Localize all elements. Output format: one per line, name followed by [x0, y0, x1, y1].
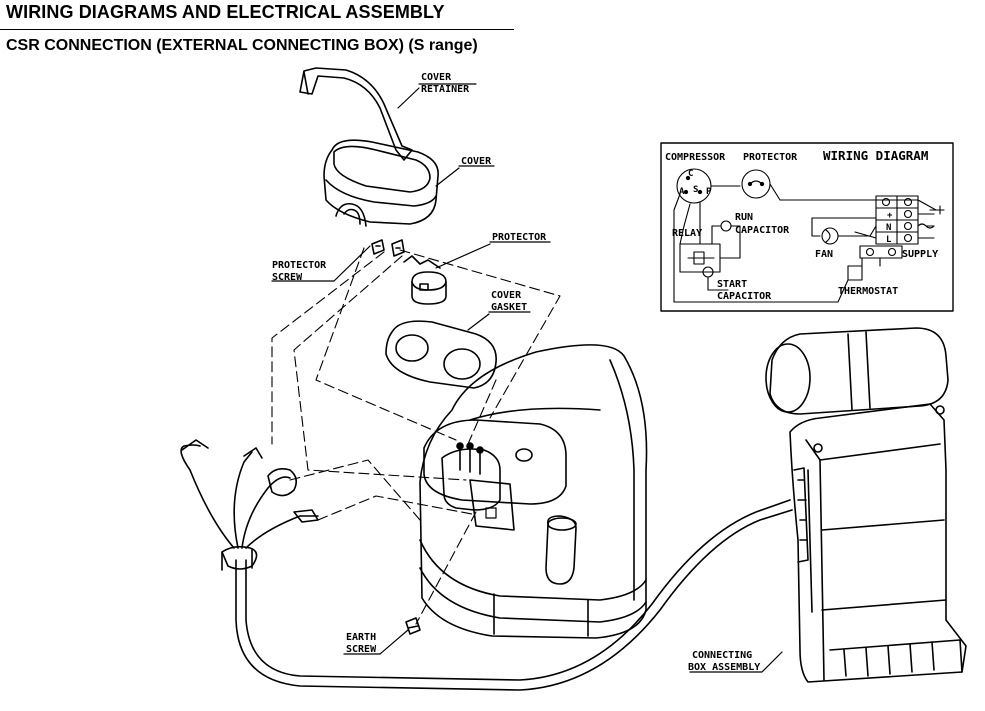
label-connecting-box-2: BOX ASSEMBLY	[688, 662, 760, 673]
wiring-label-protector: PROTECTOR	[743, 152, 798, 163]
compressor-body	[419, 344, 648, 639]
wiring-label-start-capacitor-1: START	[717, 279, 747, 290]
label-cover-gasket-1: COVER	[491, 290, 522, 301]
connecting-box-part	[765, 327, 967, 683]
label-cover-gasket-2: GASKET	[491, 302, 527, 313]
wiring-label-run-capacitor-1: RUN	[735, 212, 753, 223]
wiring-label-relay: RELAY	[672, 228, 702, 239]
label-connecting-box-1: CONNECTING	[692, 650, 752, 661]
wiring-terminal-a: A	[679, 187, 685, 197]
cover-retainer	[299, 67, 413, 161]
cover-gasket-part	[385, 320, 497, 389]
earth-screw-part	[405, 617, 421, 635]
page-subtitle: CSR CONNECTION (EXTERNAL CONNECTING BOX)…	[6, 37, 478, 54]
protector-screw-part	[371, 239, 405, 257]
wiring-label-start-capacitor-2: CAPACITOR	[717, 291, 772, 302]
cover-part	[323, 139, 439, 227]
label-earth-screw-2: SCREW	[346, 644, 377, 655]
part-labels: COVER RETAINER COVER PROTECTOR PROTECTOR…	[272, 72, 760, 673]
wiring-terminal-n: N	[886, 223, 891, 233]
label-protector-screw-1: PROTECTOR	[272, 260, 327, 271]
wiring-diagram-title: WIRING DIAGRAM	[823, 148, 928, 163]
label-protector-screw-2: SCREW	[272, 272, 303, 283]
wiring-terminal-s: S	[693, 185, 698, 195]
wiring-terminal-c: C	[688, 169, 693, 179]
wiring-diagram-inset: WIRING DIAGRAM COMPRESSOR PROTECTOR RUN …	[660, 142, 954, 312]
label-protector: PROTECTOR	[492, 232, 547, 243]
wiring-label-thermostat: THERMOSTAT	[838, 286, 898, 297]
wiring-label-fan: FAN	[815, 249, 833, 260]
label-earth-screw-1: EARTH	[346, 632, 376, 643]
title-divider	[0, 29, 514, 30]
wiring-label-supply: SUPPLY	[902, 249, 938, 260]
wiring-terminal-l: L	[886, 235, 892, 245]
assembly-dashed-lines	[271, 247, 561, 625]
page-title: WIRING DIAGRAMS AND ELECTRICAL ASSEMBLY	[6, 2, 445, 22]
protector-part	[403, 255, 447, 305]
wiring-terminal-earth: +	[887, 211, 893, 221]
wiring-label-compressor: COMPRESSOR	[665, 152, 726, 163]
wire-harness	[180, 439, 793, 691]
wiring-label-run-capacitor-2: CAPACITOR	[735, 225, 790, 236]
label-cover: COVER	[461, 156, 492, 167]
label-cover-retainer-1: COVER	[421, 72, 452, 83]
leader-lines	[271, 83, 783, 673]
wiring-terminal-p: P	[706, 187, 712, 197]
label-cover-retainer-2: RETAINER	[421, 84, 470, 95]
